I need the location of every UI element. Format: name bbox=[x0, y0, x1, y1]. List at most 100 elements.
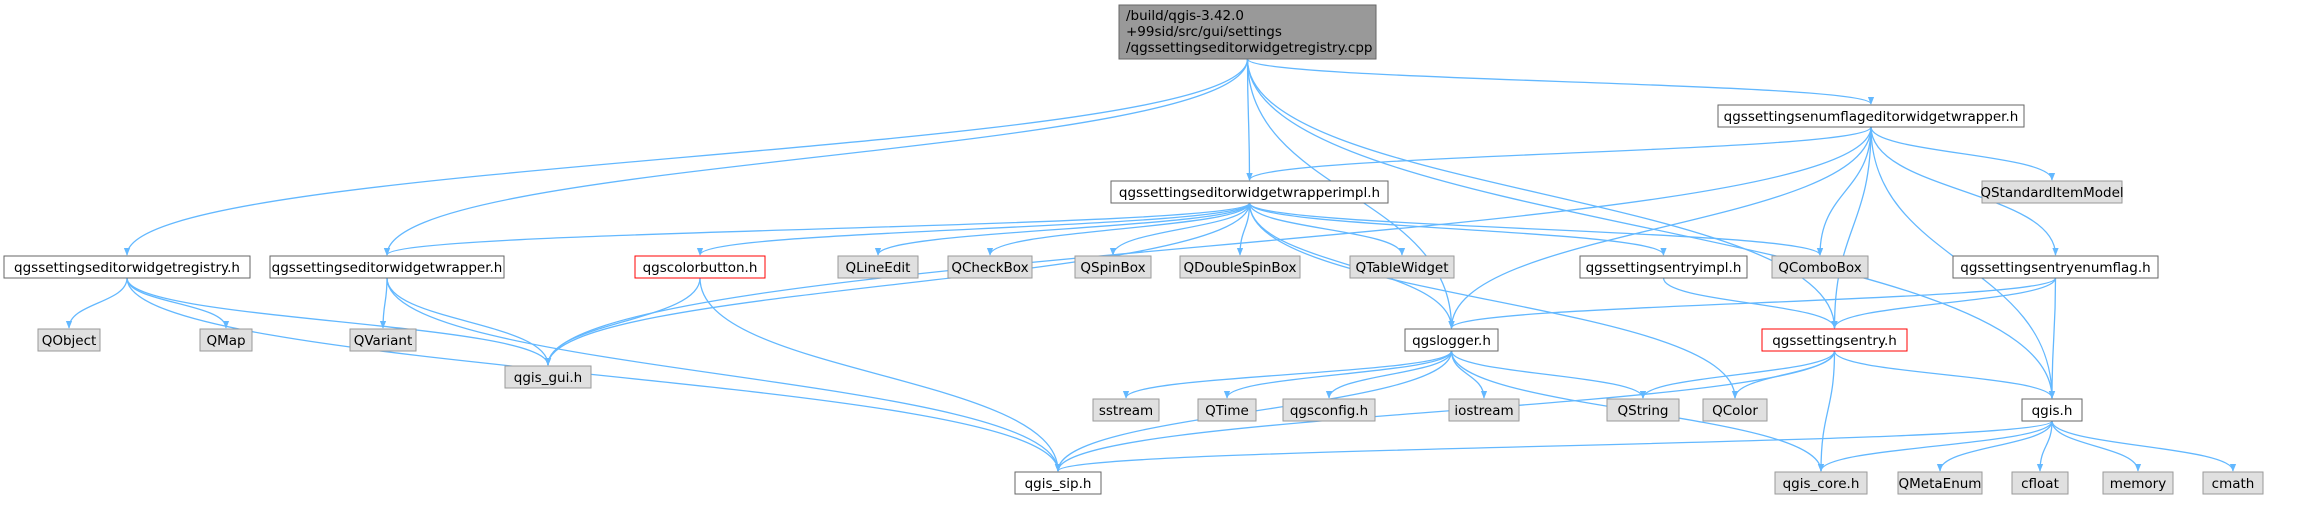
edge-wrapperimpl_h-to-qgis_gui_h bbox=[544, 202, 1251, 366]
node-entry-h[interactable]: qgssettingsentry.h bbox=[1761, 328, 1908, 352]
node-entryimpl-h[interactable]: qgssettingsentryimpl.h bbox=[1579, 255, 1748, 279]
node-label: QMap bbox=[206, 333, 245, 349]
node-label: QComboBox bbox=[1778, 260, 1861, 276]
edge-registry_h-to-qgis_sip_h bbox=[126, 277, 1062, 472]
node-box bbox=[634, 255, 766, 279]
edge-wrapperimpl_h-to-qlineedit bbox=[874, 202, 1251, 256]
edge-root-to-wrapperimpl_h bbox=[1246, 58, 1253, 181]
node-box bbox=[1179, 255, 1301, 279]
node-box bbox=[1014, 471, 1102, 495]
edge-qgscolorbutton_h-to-qgis_gui_h bbox=[544, 277, 701, 366]
node-qgis-core-h: qgis_core.h bbox=[1774, 471, 1868, 495]
node-qcolor: QColor bbox=[1702, 398, 1768, 422]
node-registry-h[interactable]: qgssettingseditorwidgetregistry.h bbox=[3, 255, 251, 279]
edge-wrapperimpl_h-to-qcheckbox bbox=[986, 202, 1251, 256]
edge-entryenumflag_h-to-qgis_h bbox=[2048, 277, 2057, 399]
nodes-layer: /build/qgis-3.42.0+99sid/src/gui/setting… bbox=[3, 4, 2264, 495]
node-label: qgssettingsentry.h bbox=[1772, 333, 1897, 349]
node-box bbox=[1118, 4, 1377, 60]
node-label: QDoubleSpinBox bbox=[1183, 260, 1296, 276]
edge-enumflag_wrapper_h-to-qcombobox bbox=[1816, 126, 1872, 256]
node-label: qgscolorbutton.h bbox=[643, 260, 758, 276]
edge-wrapper_h-to-qvariant bbox=[379, 277, 388, 329]
edge-root-to-wrapper_h bbox=[383, 58, 1249, 256]
edge-qgis_h-to-memory bbox=[2051, 420, 2142, 472]
node-box bbox=[1349, 255, 1455, 279]
edge-root-to-registry_h bbox=[123, 58, 1249, 256]
node-box bbox=[1981, 180, 2123, 204]
node-box bbox=[1404, 328, 1499, 352]
edge-qgslogger_h-to-qtime bbox=[1223, 350, 1453, 399]
node-box bbox=[1952, 255, 2159, 279]
node-box bbox=[2021, 398, 2083, 422]
node-qgis-h[interactable]: qgis.h bbox=[2021, 398, 2083, 422]
node-box bbox=[1092, 398, 1160, 422]
edge-entry_h-to-qgis_core_h bbox=[1817, 350, 1836, 472]
node-label: qgis_gui.h bbox=[514, 370, 582, 386]
node-entryenumflag-h[interactable]: qgssettingsentryenumflag.h bbox=[1952, 255, 2159, 279]
node-label: memory bbox=[2110, 476, 2166, 492]
node-box bbox=[1579, 255, 1748, 279]
node-label: QCheckBox bbox=[951, 260, 1028, 276]
node-qdoublespinbox: QDoubleSpinBox bbox=[1179, 255, 1301, 279]
node-qgscolorbutton-h[interactable]: qgscolorbutton.h bbox=[634, 255, 766, 279]
node-label: qgssettingsenumflageditorwidgetwrapper.h bbox=[1724, 109, 2019, 125]
edge-registry_h-to-qmap bbox=[126, 277, 230, 329]
edge-wrapperimpl_h-to-entryimpl_h bbox=[1248, 202, 1667, 256]
node-wrapper-h[interactable]: qgssettingseditorwidgetwrapper.h bbox=[269, 255, 505, 279]
node-qcheckbox: QCheckBox bbox=[947, 255, 1033, 279]
node-root: /build/qgis-3.42.0+99sid/src/gui/setting… bbox=[1118, 4, 1377, 60]
node-box bbox=[2102, 471, 2174, 495]
node-label: cfloat bbox=[2021, 476, 2059, 492]
edge-wrapperimpl_h-to-qgscolorbutton_h bbox=[696, 202, 1251, 256]
node-box bbox=[1197, 398, 1257, 422]
edge-qgscolorbutton_h-to-qgis_sip_h bbox=[699, 277, 1062, 472]
edge-registry_h-to-qgis_gui_h bbox=[126, 277, 552, 366]
node-box bbox=[1110, 180, 1389, 204]
edge-root-to-enumflag_wrapper_h bbox=[1246, 58, 1874, 105]
edge-enumflag_wrapper_h-to-qstandarditemmodel bbox=[1870, 126, 2056, 181]
node-label: QSpinBox bbox=[1080, 260, 1145, 276]
node-box bbox=[1282, 398, 1376, 422]
node-label: qgssettingseditorwidgetregistry.h bbox=[14, 260, 240, 276]
node-label: QObject bbox=[42, 333, 97, 349]
node-qgis-sip-h[interactable]: qgis_sip.h bbox=[1014, 471, 1102, 495]
node-label: QTableWidget bbox=[1355, 260, 1448, 276]
node-qgslogger-h[interactable]: qgslogger.h bbox=[1404, 328, 1499, 352]
node-iostream: iostream bbox=[1448, 398, 1520, 422]
node-box bbox=[1606, 398, 1680, 422]
node-box bbox=[1717, 104, 2025, 128]
edge-qgslogger_h-to-qstring bbox=[1450, 350, 1647, 399]
node-label: qgssettingseditorwidgetwrapper.h bbox=[272, 260, 503, 276]
edge-wrapperimpl_h-to-qspinbox bbox=[1109, 202, 1251, 256]
node-enumflag-wrapper-h[interactable]: qgssettingsenumflageditorwidgetwrapper.h bbox=[1717, 104, 2025, 128]
edge-enumflag_wrapper_h-to-qgslogger_h bbox=[1448, 126, 1872, 329]
node-label: sstream bbox=[1099, 403, 1153, 419]
node-qvariant: QVariant bbox=[349, 328, 417, 352]
node-box bbox=[1771, 255, 1869, 279]
node-label: qgslogger.h bbox=[1412, 333, 1491, 349]
edge-wrapper_h-to-qgis_gui_h bbox=[386, 277, 552, 366]
node-label: qgis.h bbox=[2032, 403, 2073, 419]
node-box bbox=[1774, 471, 1868, 495]
edge-qgslogger_h-to-sstream bbox=[1122, 350, 1453, 399]
node-qtablewidget: QTableWidget bbox=[1349, 255, 1455, 279]
node-box bbox=[1897, 471, 1983, 495]
node-label: qgis_sip.h bbox=[1025, 476, 1092, 492]
node-qspinbox: QSpinBox bbox=[1074, 255, 1152, 279]
node-box bbox=[2202, 471, 2264, 495]
edge-wrapperimpl_h-to-qtablewidget bbox=[1248, 202, 1406, 256]
node-label: QString bbox=[1618, 403, 1669, 419]
node-wrapperimpl-h[interactable]: qgssettingseditorwidgetwrapperimpl.h bbox=[1110, 180, 1389, 204]
node-label: QMetaEnum bbox=[1899, 476, 1982, 492]
node-qmetaenum: QMetaEnum bbox=[1897, 471, 1983, 495]
edge-entry_h-to-qgis_sip_h bbox=[1054, 350, 1836, 472]
edge-registry_h-to-qobject bbox=[65, 277, 128, 329]
edge-wrapperimpl_h-to-wrapper_h bbox=[384, 202, 1251, 256]
node-box bbox=[349, 328, 417, 352]
edge-qgis_h-to-cfloat bbox=[2036, 420, 2053, 472]
node-box bbox=[837, 255, 919, 279]
edge-entry_h-to-qgis_h bbox=[1833, 350, 2056, 399]
node-label: iostream bbox=[1454, 403, 1513, 419]
edge-wrapperimpl_h-to-qdoublespinbox bbox=[1236, 202, 1251, 256]
